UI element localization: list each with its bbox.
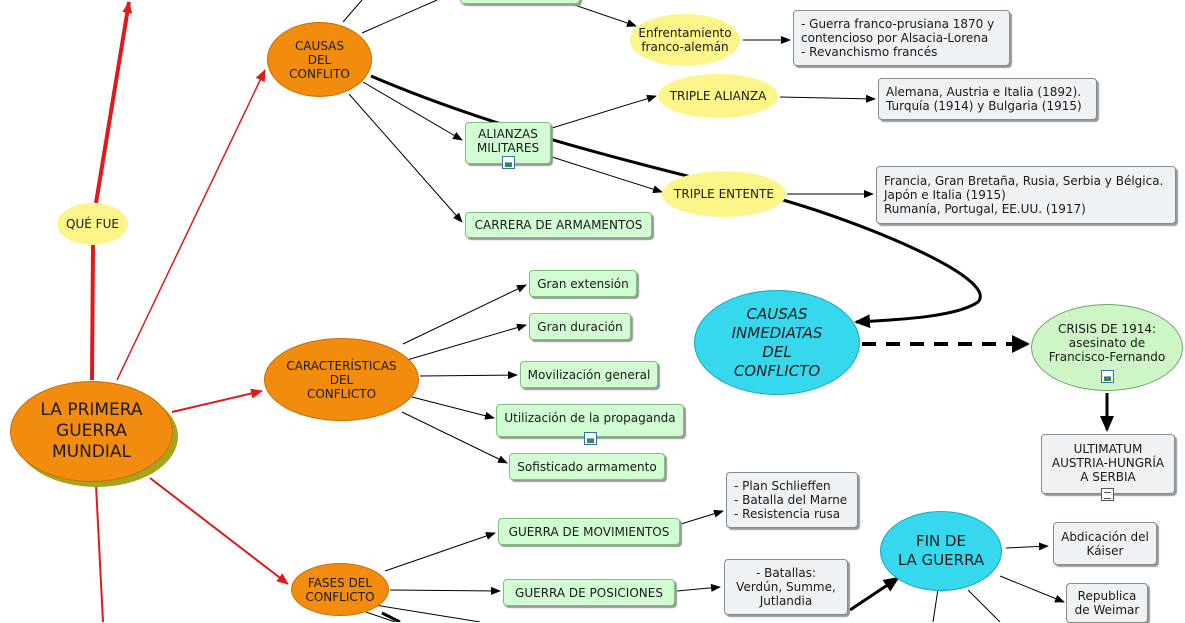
top-cut-node[interactable] [460,0,580,4]
crisis-label: CRISIS DE 1914: asesinato de Francisco-F… [1048,322,1166,364]
connectors [342,0,1065,622]
triple-alianza-node[interactable]: TRIPLE ALIANZA [658,74,778,118]
movimientos-note[interactable]: - Plan Schlieffen - Batalla del Marne - … [726,472,858,528]
sofisticado-armamento-node[interactable]: Sofisticado armamento [509,453,665,480]
guerra-movimientos-node[interactable]: GUERRA DE MOVIMIENTOS [498,518,680,545]
triple-entente-node[interactable]: TRIPLE ENTENTE [662,171,786,217]
propaganda-node[interactable]: Utilización de la propaganda [496,404,684,445]
ultimatum-label: ULTIMATUM AUSTRIA-HUNGRÍA A SERBIA [1051,442,1165,484]
abdicacion-node[interactable]: Abdicación del Káiser [1053,522,1157,565]
carrera-armamentos-node[interactable]: CARRERA DE ARMAMENTOS [465,212,652,238]
guerra-posiciones-node[interactable]: GUERRA DE POSICIONES [503,579,675,606]
gran-extension-node[interactable]: Gran extensión [529,270,637,297]
image-icon[interactable] [1101,370,1114,383]
movilizacion-general-node[interactable]: Movilización general [520,361,658,388]
causas-node[interactable]: CAUSAS DEL CONFLITO [267,22,372,97]
fases-node[interactable]: FASES DEL CONFLICTO [291,563,389,616]
gran-duracion-node[interactable]: Gran duración [529,313,631,340]
causas-inmediatas-node[interactable]: CAUSAS INMEDIATAS DEL CONFLICTO [694,290,860,395]
enfrentamiento-note[interactable]: - Guerra franco-prusiana 1870 y contenci… [793,10,1010,66]
fin-guerra-node[interactable]: FIN DE LA GUERRA [880,511,1002,591]
ultimatum-node[interactable]: ULTIMATUM AUSTRIA-HUNGRÍA A SERBIA [1041,434,1175,501]
image-icon[interactable] [584,432,597,445]
republica-weimar-node[interactable]: Republica de Weimar [1066,583,1148,623]
crisis-1914-node[interactable]: CRISIS DE 1914: asesinato de Francisco-F… [1031,304,1183,391]
caracteristicas-node[interactable]: CARACTERÍSTICAS DEL CONFLICTO [264,338,419,421]
triple-entente-note[interactable]: Francia, Gran Bretaña, Rusia, Serbia y B… [876,166,1176,224]
triple-alianza-note[interactable]: Alemana, Austria e Italia (1892). Turquí… [878,78,1097,120]
alianzas-label: ALIANZAS MILITARES [476,127,540,155]
document-icon[interactable] [1101,488,1114,501]
image-icon[interactable] [502,156,515,169]
main-topic-node[interactable]: LA PRIMERA GUERRA MUNDIAL [10,381,173,482]
thick-links [370,74,1114,622]
alianzas-node[interactable]: ALIANZAS MILITARES [465,122,551,169]
main-links [90,1,289,622]
que-fue-node[interactable]: QUÉ FUE [57,203,128,245]
propaganda-label: Utilización de la propaganda [504,411,676,425]
enfrentamiento-node[interactable]: Enfrentamiento franco-alemán [630,14,740,66]
posiciones-note[interactable]: - Batallas: Verdún, Summe, Jutlandia [724,559,848,615]
